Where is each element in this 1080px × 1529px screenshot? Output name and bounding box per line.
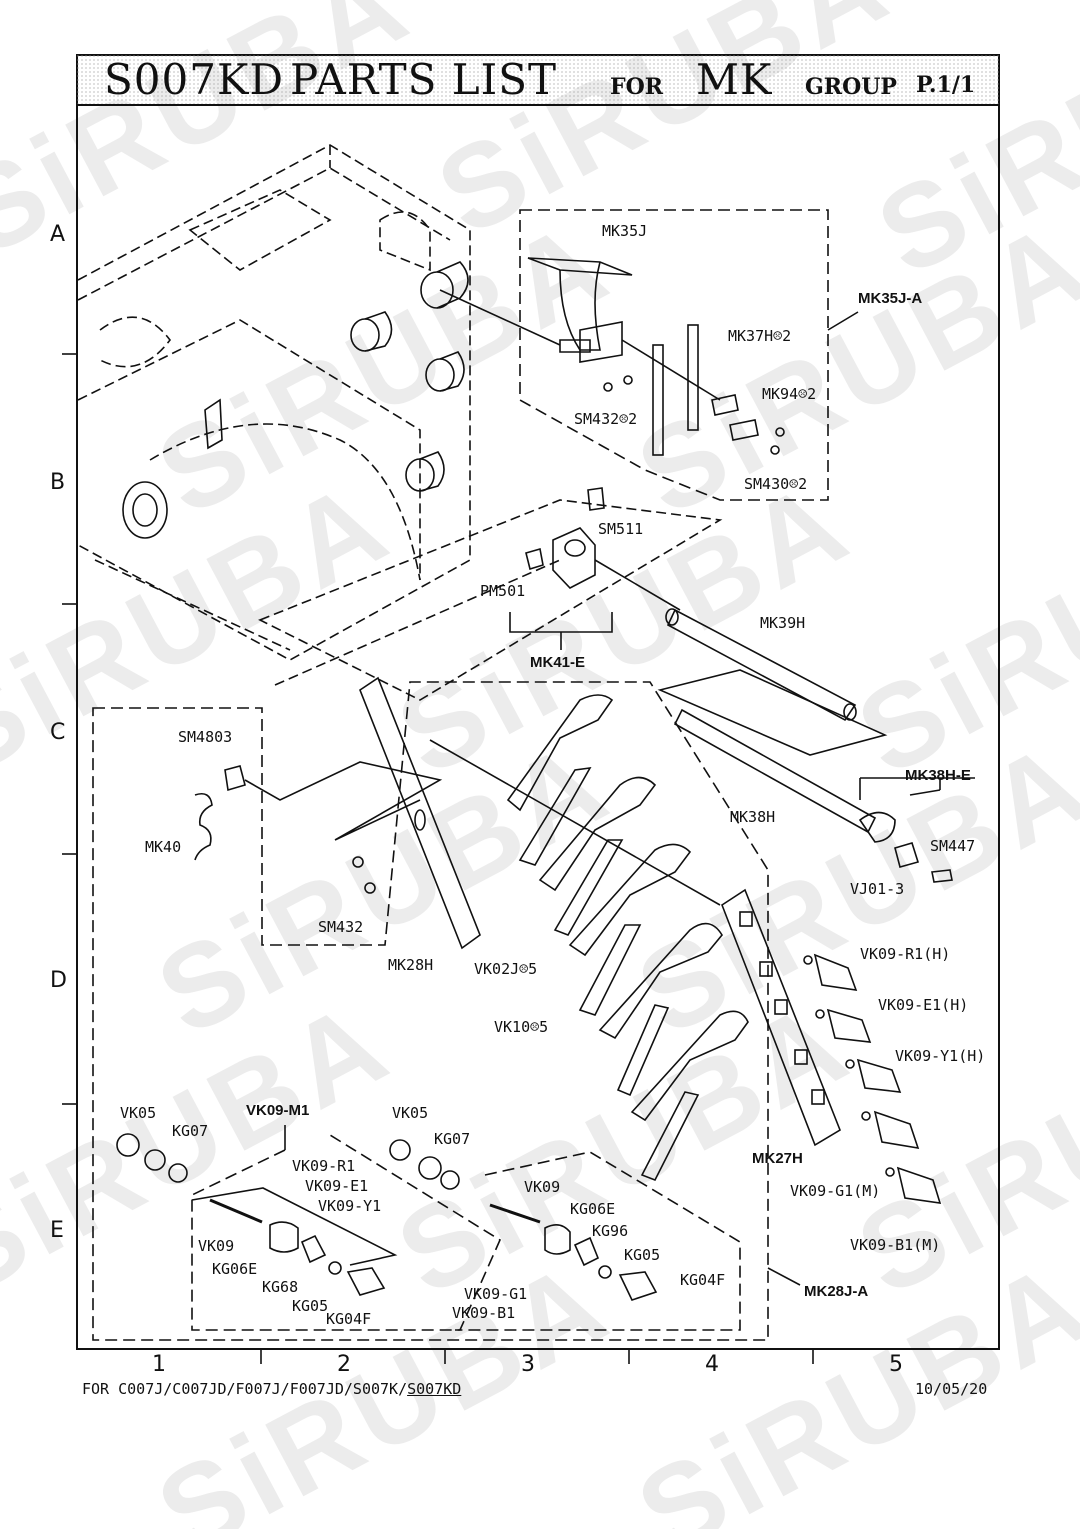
label-vk09-e1h: VK09-E1(H) bbox=[878, 996, 969, 1014]
row-letter-c: C bbox=[50, 720, 66, 745]
for-label: FOR bbox=[610, 74, 664, 100]
row-letter-a: A bbox=[50, 222, 66, 247]
label-vk09-r1: VK09-R1 bbox=[292, 1157, 356, 1175]
label-mk35j: MK35J bbox=[602, 222, 648, 240]
footer-current-model: S007KD bbox=[407, 1380, 462, 1398]
label-mk27h: MK27H bbox=[752, 1150, 803, 1167]
machine-frame-phantom bbox=[77, 144, 723, 701]
label-vk02j: VK02J☹5 bbox=[474, 960, 538, 978]
label-mk39h: MK39H bbox=[760, 614, 806, 632]
mk38h-rod bbox=[673, 708, 975, 868]
row-letter-d: D bbox=[50, 968, 67, 993]
label-vk10: VK10☹5 bbox=[494, 1018, 549, 1036]
label-sm432-2: SM432☹2 bbox=[574, 410, 638, 428]
label-vk09-y1h: VK09-Y1(H) bbox=[895, 1047, 986, 1065]
row-letter-e: E bbox=[50, 1218, 64, 1243]
label-kg05: KG05 bbox=[624, 1246, 661, 1264]
mk39h-rod bbox=[657, 608, 888, 756]
label-vk09-b1m: VK09-B1(M) bbox=[850, 1236, 941, 1254]
label-sm511: SM511 bbox=[598, 520, 644, 538]
mk35j-bracket bbox=[439, 257, 633, 363]
label-sm447: SM447 bbox=[930, 837, 976, 855]
label-mk28h: MK28H bbox=[388, 956, 434, 974]
label-mk35j-a: MK35J-A bbox=[858, 290, 923, 307]
label-mk37h: MK37H☹2 bbox=[728, 327, 792, 345]
left-group-outline bbox=[92, 681, 769, 1341]
label-kg05: KG05 bbox=[292, 1297, 329, 1315]
footer-models: FOR C007J/C007JD/F007J/F007JD/S007K/ bbox=[82, 1380, 408, 1398]
label-kg96: KG96 bbox=[592, 1222, 629, 1240]
col-number-2: 2 bbox=[337, 1352, 351, 1377]
label-vk09-g1: VK09-G1 bbox=[464, 1285, 528, 1303]
col-number-5: 5 bbox=[889, 1352, 903, 1377]
label-sm4803: SM4803 bbox=[178, 728, 233, 746]
mk94-clips bbox=[711, 394, 759, 441]
label-mk40: MK40 bbox=[145, 838, 182, 856]
label-vk09-e1: VK09-E1 bbox=[305, 1177, 369, 1195]
label-kg04f: KG04F bbox=[680, 1271, 726, 1289]
label-vk09-b1: VK09-B1 bbox=[452, 1304, 516, 1322]
page-number: P.1/1 bbox=[916, 72, 976, 98]
label-vk09: VK09 bbox=[198, 1237, 235, 1255]
title-bar bbox=[76, 54, 1000, 106]
parts-list-title: PARTS LIST bbox=[290, 55, 558, 104]
label-pm501: PM501 bbox=[480, 582, 526, 600]
mk37h-rods bbox=[652, 324, 699, 456]
label-vj01-3: VJ01-3 bbox=[850, 880, 905, 898]
group-code: MK bbox=[696, 55, 773, 104]
label-vk09-m1: VK09-M1 bbox=[246, 1102, 310, 1119]
label-kg68: KG68 bbox=[262, 1278, 299, 1296]
label-sm432: SM432 bbox=[318, 918, 364, 936]
col-number-1: 1 bbox=[152, 1352, 166, 1377]
mk27h-bracket bbox=[721, 888, 841, 1147]
label-mk28j-a: MK28J-A bbox=[804, 1283, 869, 1300]
label-vk05: VK05 bbox=[120, 1104, 157, 1122]
label-sm430: SM430☹2 bbox=[744, 475, 808, 493]
mk41e-block bbox=[509, 527, 681, 650]
grid-ticks bbox=[62, 353, 814, 1364]
label-vk09-r1h: VK09-R1(H) bbox=[860, 945, 951, 963]
label-vk09-y1: VK09-Y1 bbox=[318, 1197, 382, 1215]
label-kg07: KG07 bbox=[434, 1130, 471, 1148]
col-number-3: 3 bbox=[521, 1352, 535, 1377]
footer-date: 10/05/20 bbox=[915, 1380, 988, 1398]
footer-model-list: FOR C007J/C007JD/F007J/F007JD/S007K/S007… bbox=[82, 1380, 461, 1398]
row-letter-b: B bbox=[50, 470, 66, 495]
vk09-knobs-right bbox=[803, 953, 942, 1204]
label-vk09: VK09 bbox=[524, 1178, 561, 1196]
label-mk38h: MK38H bbox=[730, 808, 776, 826]
label-mk41e: MK41-E bbox=[530, 654, 586, 671]
label-kg06e: KG06E bbox=[570, 1200, 616, 1218]
frame-bosses bbox=[122, 261, 469, 539]
label-vk09-g1m: VK09-G1(M) bbox=[790, 1182, 881, 1200]
mk28h-plate bbox=[359, 676, 481, 950]
screws bbox=[352, 375, 953, 894]
label-mk94: MK94☹2 bbox=[762, 385, 817, 403]
tension-fingers bbox=[429, 694, 749, 1182]
label-vk05: VK05 bbox=[392, 1104, 429, 1122]
label-kg07: KG07 bbox=[172, 1122, 209, 1140]
model-title: S007KD bbox=[104, 55, 284, 104]
col-number-4: 4 bbox=[705, 1352, 719, 1377]
vk09-m1-assembly bbox=[116, 1125, 741, 1331]
mk35j-a-group-outline bbox=[519, 209, 829, 501]
sm4803-spring bbox=[194, 761, 443, 861]
label-mk38h-e: MK38H-E bbox=[905, 767, 971, 784]
label-kg06e: KG06E bbox=[212, 1260, 258, 1278]
group-label: GROUP bbox=[805, 74, 897, 100]
label-kg04f: KG04F bbox=[326, 1310, 372, 1328]
